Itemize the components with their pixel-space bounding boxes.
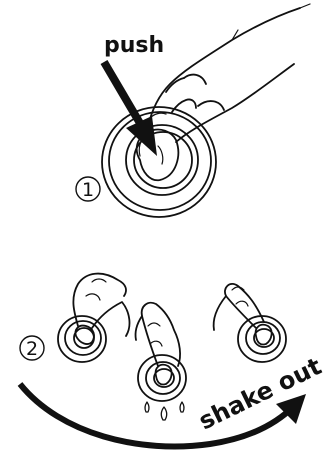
step2-marker: 2 (20, 336, 44, 360)
push-label: push (104, 33, 164, 58)
hand-middle-icon (135, 303, 180, 385)
step1-illustration: push 1 (76, 4, 310, 217)
step1-marker: 1 (76, 177, 100, 201)
hand-left-icon (73, 274, 129, 344)
dispenser-button-left (58, 316, 106, 362)
step1-number: 1 (82, 179, 94, 201)
hand-right-icon (214, 284, 272, 345)
water-drops-icon (145, 402, 184, 420)
hand-pressing-icon (137, 4, 310, 180)
dispenser-button-large (102, 107, 216, 217)
step2-number: 2 (26, 338, 38, 360)
dispenser-button-right (238, 316, 286, 362)
step2-illustration: 2 (20, 274, 326, 447)
shake-out-label: shake out (194, 352, 325, 435)
